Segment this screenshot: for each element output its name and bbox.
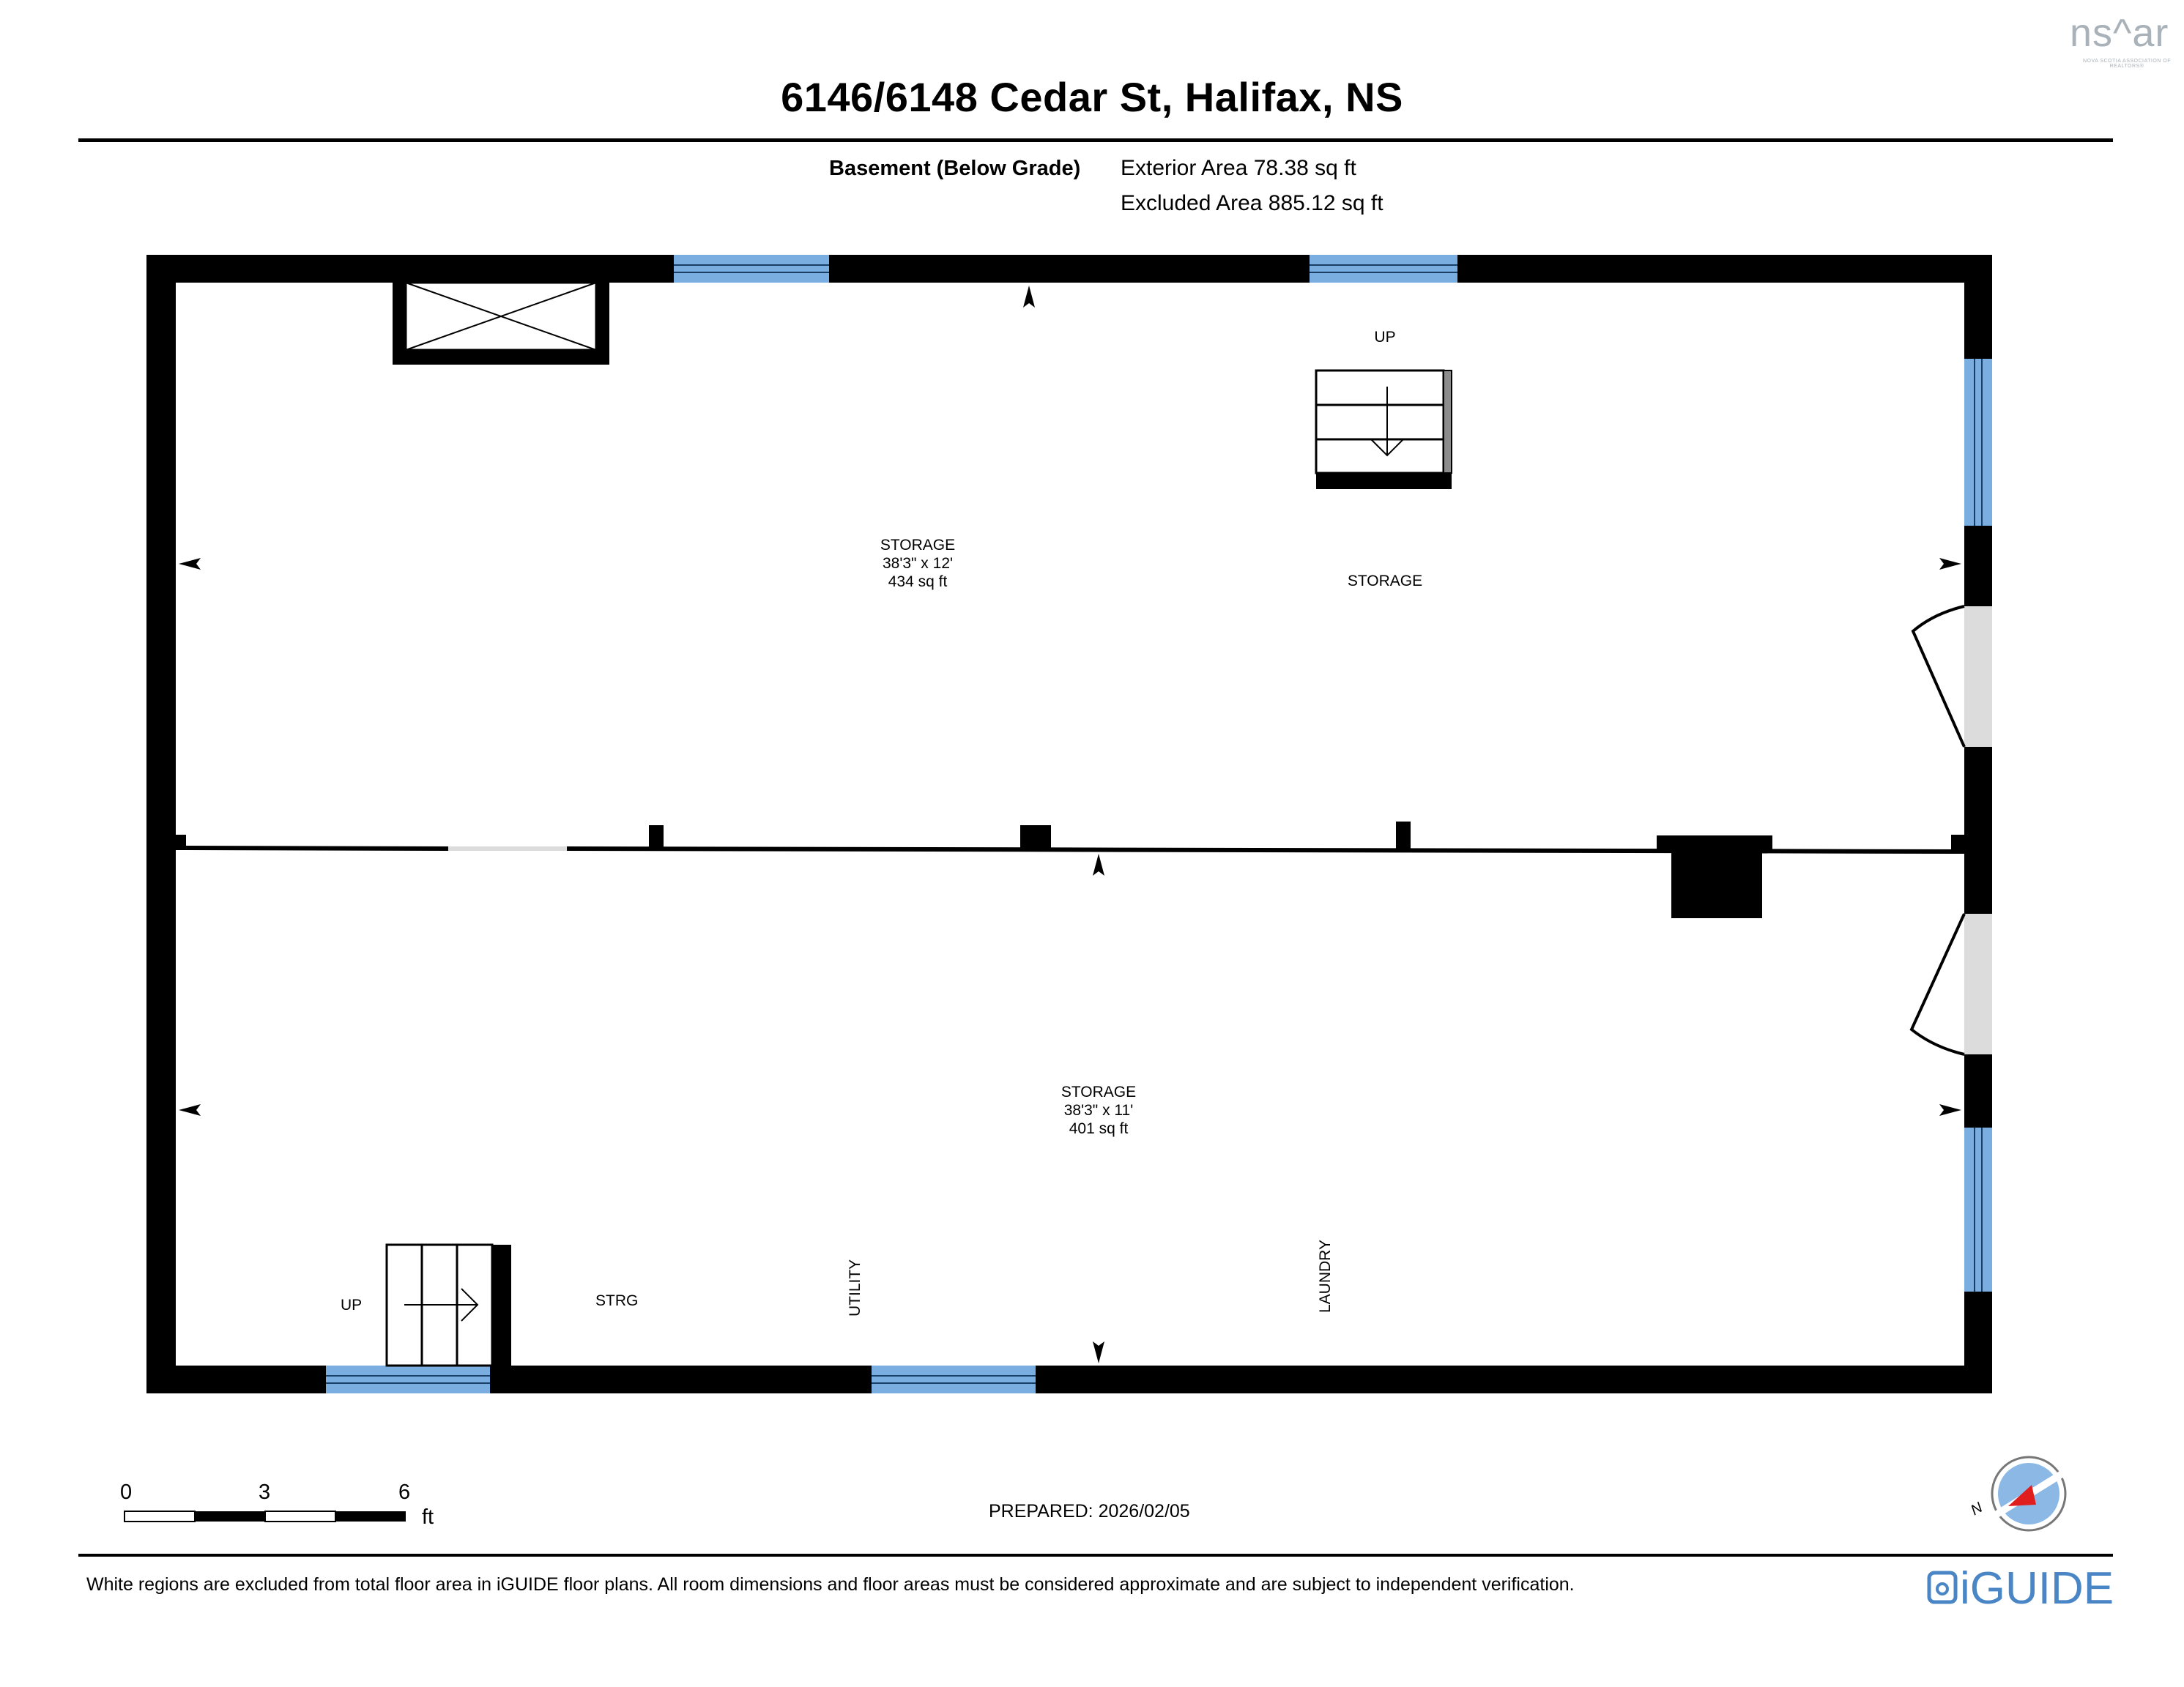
room-area: 401 sq ft: [1069, 1120, 1129, 1137]
view-markers: [179, 286, 1961, 1363]
wall-top: [146, 255, 1992, 283]
windows: [326, 255, 1992, 1393]
scale-tick-0: 0: [120, 1481, 133, 1504]
nsar-logo-text: ns^ar: [2070, 11, 2169, 55]
chimney-block: [1671, 846, 1762, 918]
middle-partition: [173, 822, 1966, 918]
room-laundry: LAUNDRY: [1317, 1240, 1334, 1313]
footer-disclaimer: White regions are excluded from total fl…: [86, 1574, 1575, 1595]
floor-label: Basement (Below Grade): [829, 157, 1081, 180]
window-bottom-2: [872, 1366, 1036, 1393]
window-top-2: [1310, 255, 1457, 283]
footer-divider: [78, 1554, 2113, 1557]
scale-tick-3: 3: [259, 1481, 271, 1504]
door-swing-upper: [1911, 605, 1966, 748]
room-dims: 38'3" x 12': [882, 555, 954, 572]
wall-left: [146, 255, 176, 1393]
room-area: 434 sq ft: [888, 573, 948, 590]
room-name: STORAGE: [880, 537, 956, 554]
room-dims: 38'3" x 11': [1063, 1102, 1134, 1119]
room-name: STORAGE: [1061, 1084, 1137, 1101]
window-right-2: [1964, 1128, 1992, 1292]
room-lower-storage: STORAGE 38'3" x 11' 401 sq ft: [989, 1083, 1208, 1138]
room-upper-storage-east: STORAGE: [1347, 573, 1423, 589]
exterior-area: Exterior Area 78.38 sq ft: [1121, 156, 1356, 180]
window-bottom-1: [326, 1366, 490, 1393]
room-utility: UTILITY: [847, 1259, 863, 1317]
door-opening-upper: [1964, 606, 1992, 747]
nsar-logo: ns^ar: [2070, 10, 2169, 56]
prepared-date: PREPARED: 2026/02/05: [989, 1501, 1190, 1522]
iguide-logo-icon: [1927, 1571, 1958, 1604]
iguide-logo: iGUIDE: [1960, 1563, 2114, 1614]
room-upper-storage: STORAGE 38'3" x 12' 434 sq ft: [808, 536, 1028, 591]
nsar-logo-subtitle: NOVA SCOTIA ASSOCIATION OF REALTORS®: [2082, 59, 2172, 69]
room-strg: STRG: [595, 1292, 639, 1309]
stair-up-label-lower: UP: [341, 1297, 363, 1314]
window-top-1: [674, 255, 829, 283]
doors: [1909, 605, 1992, 1056]
upper-stair: [1315, 369, 1452, 489]
header-divider: [78, 138, 2113, 142]
stair-up-label-upper: UP: [1374, 329, 1396, 346]
excluded-area: Excluded Area 885.12 sq ft: [1121, 191, 1383, 215]
scale-tick-6: 6: [398, 1481, 411, 1504]
lower-stair: [385, 1243, 511, 1367]
scale-bar: [124, 1511, 406, 1522]
page-title: 6146/6148 Cedar St, Halifax, NS: [781, 74, 1403, 120]
door-swing-lower: [1909, 913, 1966, 1056]
opening-box: [393, 281, 609, 365]
window-right-1: [1964, 359, 1992, 526]
scale-unit: ft: [422, 1505, 434, 1529]
compass-icon: [1990, 1456, 2068, 1532]
outer-walls: [146, 255, 1992, 1393]
door-opening-lower: [1964, 914, 1992, 1054]
